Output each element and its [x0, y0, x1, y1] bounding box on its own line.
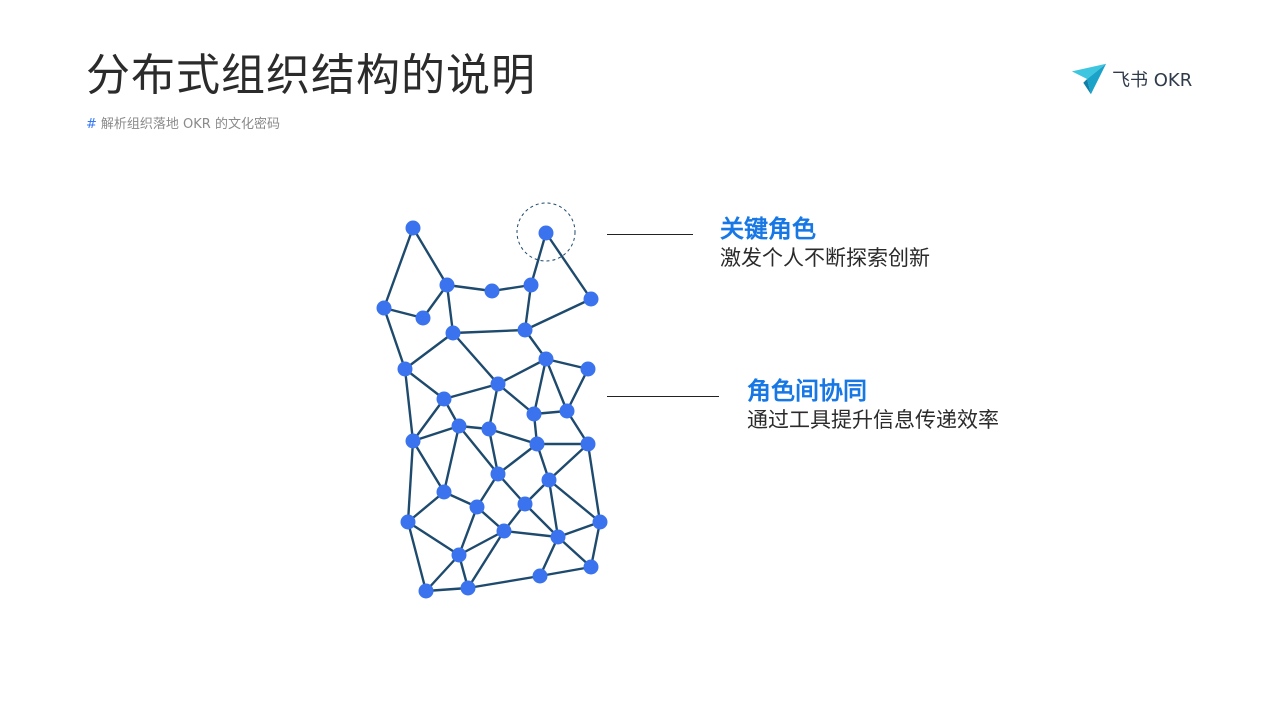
network-node: [415, 310, 431, 326]
callout-connector-collaboration: [607, 396, 719, 397]
page-title: 分布式组织结构的说明: [86, 50, 536, 101]
brand: 飞书 OKR: [1070, 60, 1192, 98]
network-node: [559, 403, 575, 419]
network-edge: [586, 442, 602, 524]
feishu-paper-plane-icon: [1071, 63, 1107, 95]
network-edge: [445, 283, 455, 335]
network-node: [405, 220, 421, 236]
network-edge: [487, 427, 539, 446]
network-edge: [487, 427, 500, 476]
network-node: [376, 300, 392, 316]
network-node: [445, 325, 461, 341]
network-node: [481, 421, 497, 437]
network-edge: [523, 297, 593, 332]
callout-connector-key-role: [607, 234, 693, 235]
network-edge: [496, 357, 548, 386]
network-edge: [529, 231, 548, 287]
network-edge: [442, 382, 500, 401]
network-node: [460, 580, 476, 596]
network-edge: [565, 367, 590, 413]
callout-desc-collaboration: 通过工具提升信息传递效率: [747, 408, 999, 432]
network-edge: [532, 357, 548, 416]
network-edge: [406, 520, 461, 557]
callout-desc-key-role: 激发个人不断探索创新: [720, 246, 930, 270]
network-edge: [547, 442, 590, 482]
network-edge: [424, 553, 461, 593]
network-edge: [451, 328, 527, 335]
network-node: [517, 322, 533, 338]
subtitle-hash: #: [86, 117, 97, 132]
network-node: [583, 291, 599, 307]
network-edge: [547, 478, 560, 539]
network-node: [451, 418, 467, 434]
page-subtitle: #解析组织落地 OKR 的文化密码: [86, 113, 280, 132]
network-node: [490, 376, 506, 392]
network-edge: [544, 357, 569, 413]
network-edge: [544, 231, 593, 301]
network-edge: [411, 397, 446, 443]
network-edge: [457, 505, 479, 557]
network-node: [484, 283, 500, 299]
network-node: [397, 361, 413, 377]
callout-title-key-role: 关键角色: [720, 215, 816, 243]
network-edge: [403, 367, 415, 443]
network-edge: [406, 439, 415, 524]
network-node: [583, 559, 599, 575]
network-node: [538, 351, 554, 367]
subtitle-text: 解析组织落地 OKR 的文化密码: [100, 117, 280, 132]
network-node: [469, 499, 485, 515]
network-node: [592, 514, 608, 530]
network-node: [550, 529, 566, 545]
network-edge: [502, 529, 560, 539]
network-edge: [487, 382, 500, 431]
network-node: [496, 523, 512, 539]
network-edge: [442, 424, 461, 494]
network-edge: [457, 529, 506, 557]
network-edge: [411, 424, 461, 443]
network-edge: [406, 520, 428, 593]
network-node: [405, 433, 421, 449]
network-node: [541, 472, 557, 488]
network-node: [436, 484, 452, 500]
callout-title-collaboration: 角色间协同: [747, 377, 867, 405]
network-edge: [523, 502, 560, 539]
network-node: [526, 406, 542, 422]
network-edge: [382, 306, 407, 371]
network-node: [532, 568, 548, 584]
network-edge: [466, 574, 542, 590]
network-edge: [403, 331, 455, 371]
network-edge: [411, 439, 446, 494]
network-edge: [411, 226, 449, 287]
network-edge: [406, 490, 446, 524]
key-role-highlight: [516, 202, 576, 262]
network-edge: [496, 382, 536, 416]
network-node: [418, 583, 434, 599]
network-node: [580, 361, 596, 377]
network-edge: [382, 226, 415, 310]
network-edge: [589, 520, 602, 569]
network-edge: [466, 529, 506, 590]
network-node: [517, 496, 533, 512]
network-node: [451, 547, 467, 563]
network-edge: [538, 565, 593, 578]
network-node: [529, 436, 545, 452]
network-node: [400, 514, 416, 530]
network-edge: [496, 442, 539, 476]
network-edge: [457, 424, 500, 476]
network-node: [436, 391, 452, 407]
network-node: [538, 225, 554, 241]
network-node: [490, 466, 506, 482]
network-edge: [547, 478, 602, 524]
network-edge: [451, 331, 500, 386]
network-node: [523, 277, 539, 293]
network-edge: [523, 283, 533, 332]
network-node: [439, 277, 455, 293]
network-edge: [445, 283, 494, 293]
brand-name: 飞书 OKR: [1112, 70, 1193, 91]
network-node: [580, 436, 596, 452]
network-edge: [403, 367, 446, 401]
